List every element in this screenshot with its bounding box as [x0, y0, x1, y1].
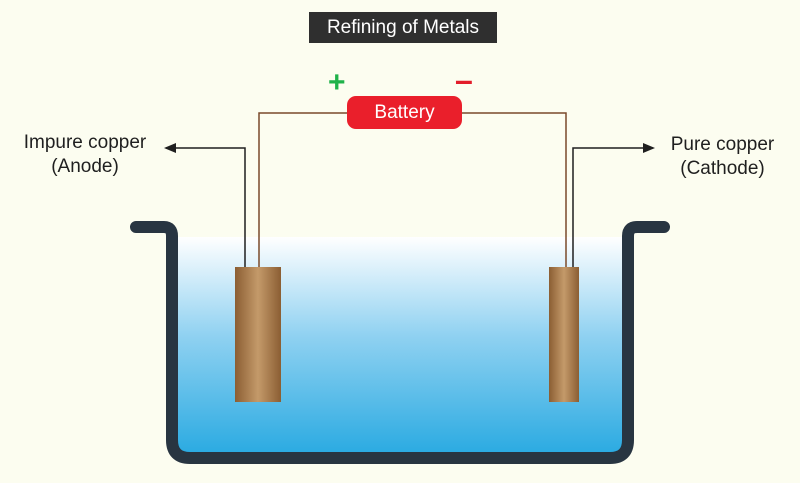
cathode-pointer	[572, 143, 655, 267]
anode-label-line1: Impure copper	[23, 132, 147, 153]
anode-wire	[258, 112, 347, 267]
battery: Battery	[347, 96, 462, 129]
tank	[130, 221, 670, 464]
anode-label: Impure copper (Anode)	[10, 131, 160, 179]
cathode-label-line1: Pure copper	[670, 134, 775, 155]
anode-label-line2: (Anode)	[51, 156, 119, 177]
cathode-electrode	[549, 267, 579, 402]
electrolyte-solution	[172, 237, 628, 458]
cathode-wire	[462, 112, 567, 267]
negative-terminal-sign: –	[455, 62, 473, 98]
anode-pointer	[164, 143, 246, 267]
diagram-title: Refining of Metals	[309, 12, 497, 43]
cathode-label: Pure copper (Cathode)	[655, 133, 790, 181]
cathode-label-line2: (Cathode)	[680, 158, 765, 179]
positive-terminal-sign: +	[328, 66, 346, 99]
anode-electrode	[235, 267, 281, 402]
